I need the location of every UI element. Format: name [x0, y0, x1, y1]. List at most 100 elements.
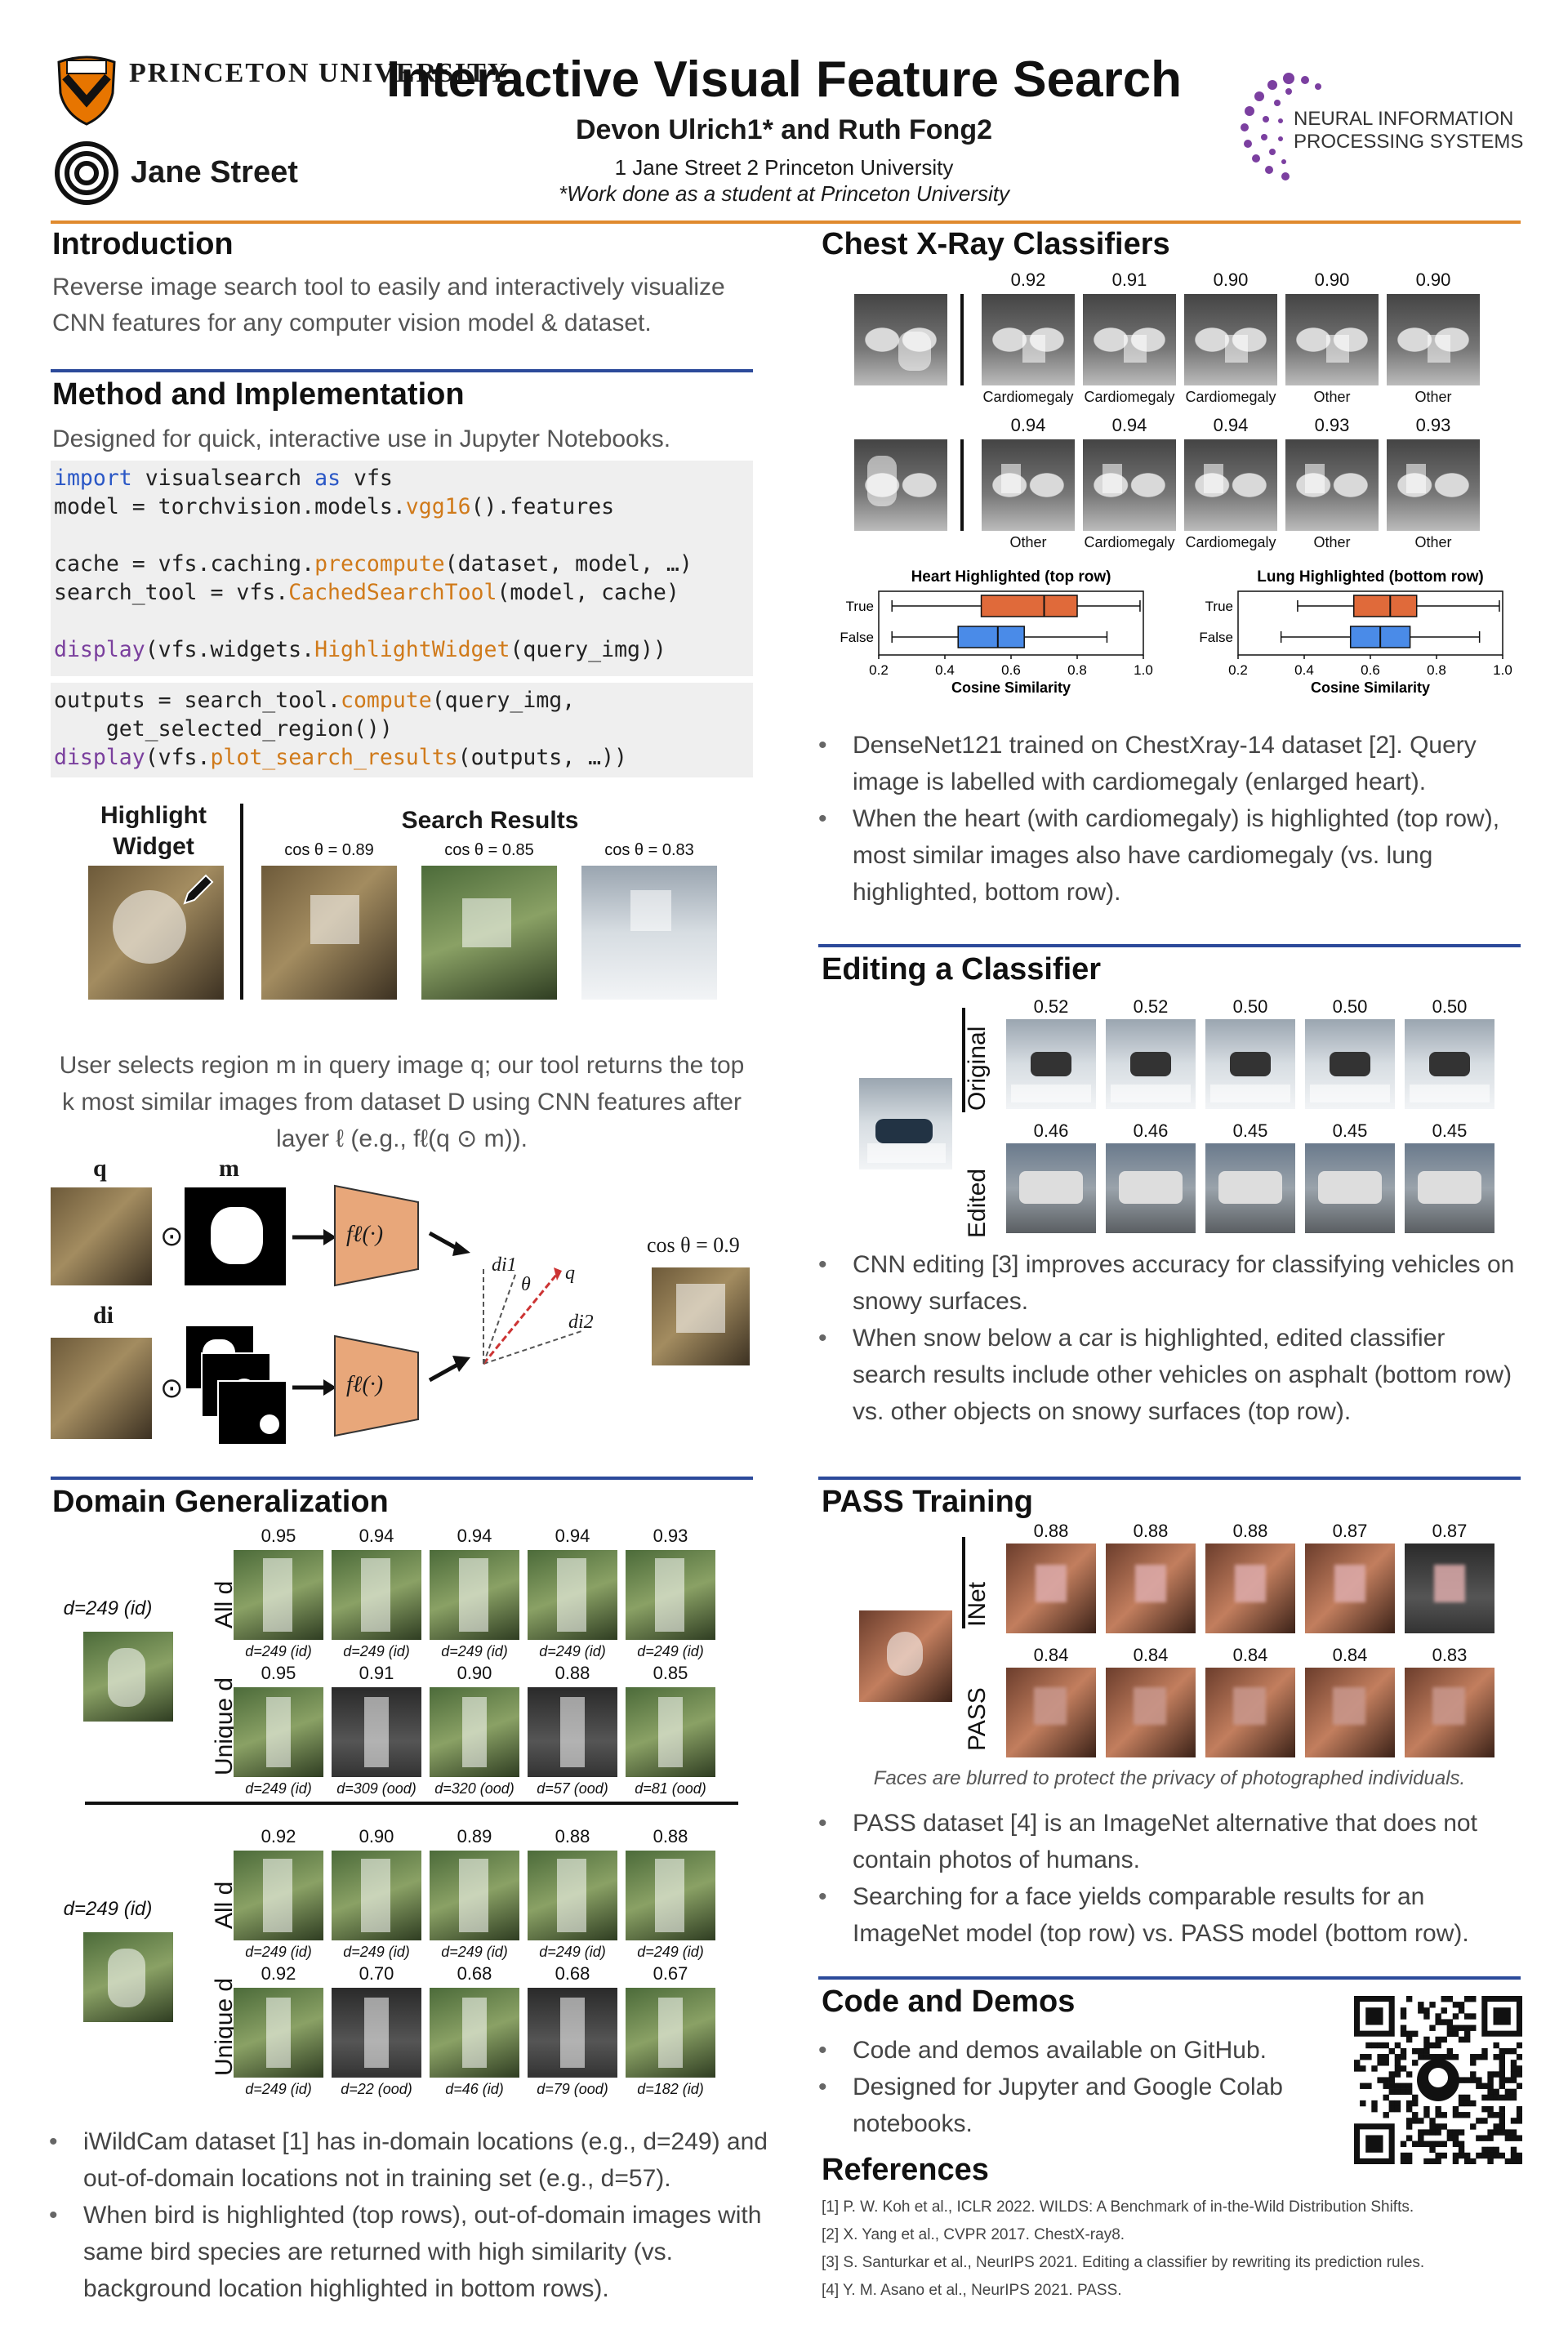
result-image[interactable]: [1405, 1143, 1494, 1233]
result-image[interactable]: [1106, 1143, 1196, 1233]
result-image[interactable]: [430, 1851, 519, 1940]
result-image[interactable]: [528, 1988, 617, 2078]
result-cos: cos θ = 0.89: [284, 841, 374, 859]
bullet-item: CNN editing [3] improves accuracy for cl…: [818, 1246, 1521, 1320]
xray-result-image[interactable]: [1387, 439, 1480, 531]
domain-label: d=249 (id): [245, 2081, 312, 2097]
result-image[interactable]: [626, 1851, 715, 1940]
xray-result-image[interactable]: [1285, 294, 1379, 385]
score-label: 0.90: [457, 1663, 492, 1683]
score-label: 0.70: [359, 1963, 394, 1984]
xray-bullets: DenseNet121 trained on ChestXray-14 data…: [818, 727, 1521, 911]
xray-result-image[interactable]: [1387, 294, 1480, 385]
result-image[interactable]: [1305, 1019, 1395, 1109]
result-image[interactable]: [234, 1550, 323, 1640]
result-image[interactable]: [528, 1687, 617, 1777]
result-image[interactable]: [1006, 1544, 1096, 1633]
result-image[interactable]: [1405, 1019, 1494, 1109]
result-image[interactable]: [1006, 1019, 1096, 1109]
result-image[interactable]: [1205, 1668, 1295, 1757]
vec-di2-label: di2: [568, 1312, 594, 1333]
code-block-setup: import visualsearch as vfs model = torch…: [51, 461, 753, 676]
xray-result-image[interactable]: [1083, 294, 1176, 385]
princeton-wordmark: PRINCETON UNIVERSITY: [129, 58, 510, 88]
score-label: 0.93: [653, 1526, 688, 1546]
result-image[interactable]: [1106, 1019, 1196, 1109]
result-image[interactable]: [528, 1851, 617, 1940]
class-label: Other: [1313, 389, 1351, 405]
xray-result-image[interactable]: [1083, 439, 1176, 531]
result-image[interactable]: [1405, 1544, 1494, 1633]
score-label: 0.94: [359, 1526, 394, 1546]
row-divider: [962, 1537, 965, 1628]
boxplot-svg: Lung Highlighted (bottom row)TrueFalse0.…: [1199, 568, 1512, 696]
method-text: Designed for quick, interactive use in J…: [52, 425, 671, 452]
xray-result-image[interactable]: [1184, 439, 1277, 531]
score-label: 0.68: [555, 1963, 590, 1984]
xray-result-image[interactable]: [1184, 294, 1277, 385]
result-image[interactable]: [332, 1988, 421, 2078]
domain-label: d=320 (ood): [434, 1780, 514, 1797]
xray-result-image[interactable]: [1285, 439, 1379, 531]
result-image[interactable]: [1405, 1668, 1494, 1757]
domain-label: d=79 (ood): [537, 2081, 608, 2097]
result-image[interactable]: [581, 866, 717, 1000]
query-image[interactable]: [83, 1632, 173, 1722]
x-tick-label: 0.4: [1294, 662, 1314, 678]
result-image[interactable]: [1205, 1019, 1295, 1109]
domain-bullets: iWildCam dataset [1] has in-domain locat…: [49, 2123, 768, 2307]
score-label: 0.93: [1415, 415, 1451, 435]
result-image[interactable]: [421, 866, 557, 1000]
result-image[interactable]: [332, 1550, 421, 1640]
result-image[interactable]: [626, 1988, 715, 2078]
result-image[interactable]: [626, 1687, 715, 1777]
references-list: [1] P. W. Koh et al., ICLR 2022. WILDS: …: [822, 2194, 1524, 2305]
result-image[interactable]: [1006, 1143, 1096, 1233]
xray-query-image[interactable]: [854, 294, 947, 385]
class-label: Cardiomegaly: [1084, 534, 1175, 550]
result-image[interactable]: [332, 1687, 421, 1777]
result-image[interactable]: [1006, 1668, 1096, 1757]
row-label-edited: Edited: [964, 1168, 991, 1238]
result-image[interactable]: [1106, 1544, 1196, 1633]
result-image[interactable]: [626, 1550, 715, 1640]
query-image[interactable]: [83, 1932, 173, 2022]
bullet-item: Searching for a face yields comparable r…: [818, 1878, 1521, 1952]
result-image[interactable]: [1305, 1668, 1395, 1757]
result-image[interactable]: [234, 1687, 323, 1777]
editing-query-image[interactable]: [859, 1078, 952, 1169]
score-label: 0.46: [1133, 1120, 1169, 1141]
result-image[interactable]: [528, 1550, 617, 1640]
editing-heading: Editing a Classifier: [822, 952, 1102, 987]
score-label: 0.87: [1432, 1521, 1468, 1541]
domain-label: d=249 (id): [245, 1944, 312, 1960]
github-qr-code[interactable]: [1354, 1996, 1523, 2165]
score-label: 0.90: [359, 1826, 394, 1846]
pass-query-image[interactable]: [859, 1610, 952, 1702]
query-image[interactable]: [88, 866, 224, 1000]
bullet-item: Designed for Jupyter and Google Colab no…: [818, 2069, 1325, 2142]
xray-result-image[interactable]: [982, 294, 1075, 385]
xray-query-image[interactable]: [854, 439, 947, 531]
vec-di1-label: di1: [492, 1254, 517, 1276]
result-image[interactable]: [1305, 1544, 1395, 1633]
x-tick-label: 1.0: [1134, 662, 1153, 678]
score-label: 0.94: [555, 1526, 590, 1546]
x-tick-label: 0.4: [935, 662, 955, 678]
result-image[interactable]: [234, 1851, 323, 1940]
result-image[interactable]: [430, 1988, 519, 2078]
result-image[interactable]: [1305, 1143, 1395, 1233]
result-image[interactable]: [1205, 1544, 1295, 1633]
hadamard-icon: ⊙: [160, 1373, 184, 1404]
domain-label: d=182 (id): [637, 2081, 704, 2097]
result-image[interactable]: [234, 1988, 323, 2078]
result-image[interactable]: [1106, 1668, 1196, 1757]
result-image[interactable]: [332, 1851, 421, 1940]
score-label: 0.84: [1332, 1645, 1368, 1665]
diagram-query-image: [51, 1187, 152, 1285]
result-image[interactable]: [261, 866, 397, 1000]
xray-result-image[interactable]: [982, 439, 1075, 531]
result-image[interactable]: [430, 1687, 519, 1777]
result-image[interactable]: [1205, 1143, 1295, 1233]
result-image[interactable]: [430, 1550, 519, 1640]
